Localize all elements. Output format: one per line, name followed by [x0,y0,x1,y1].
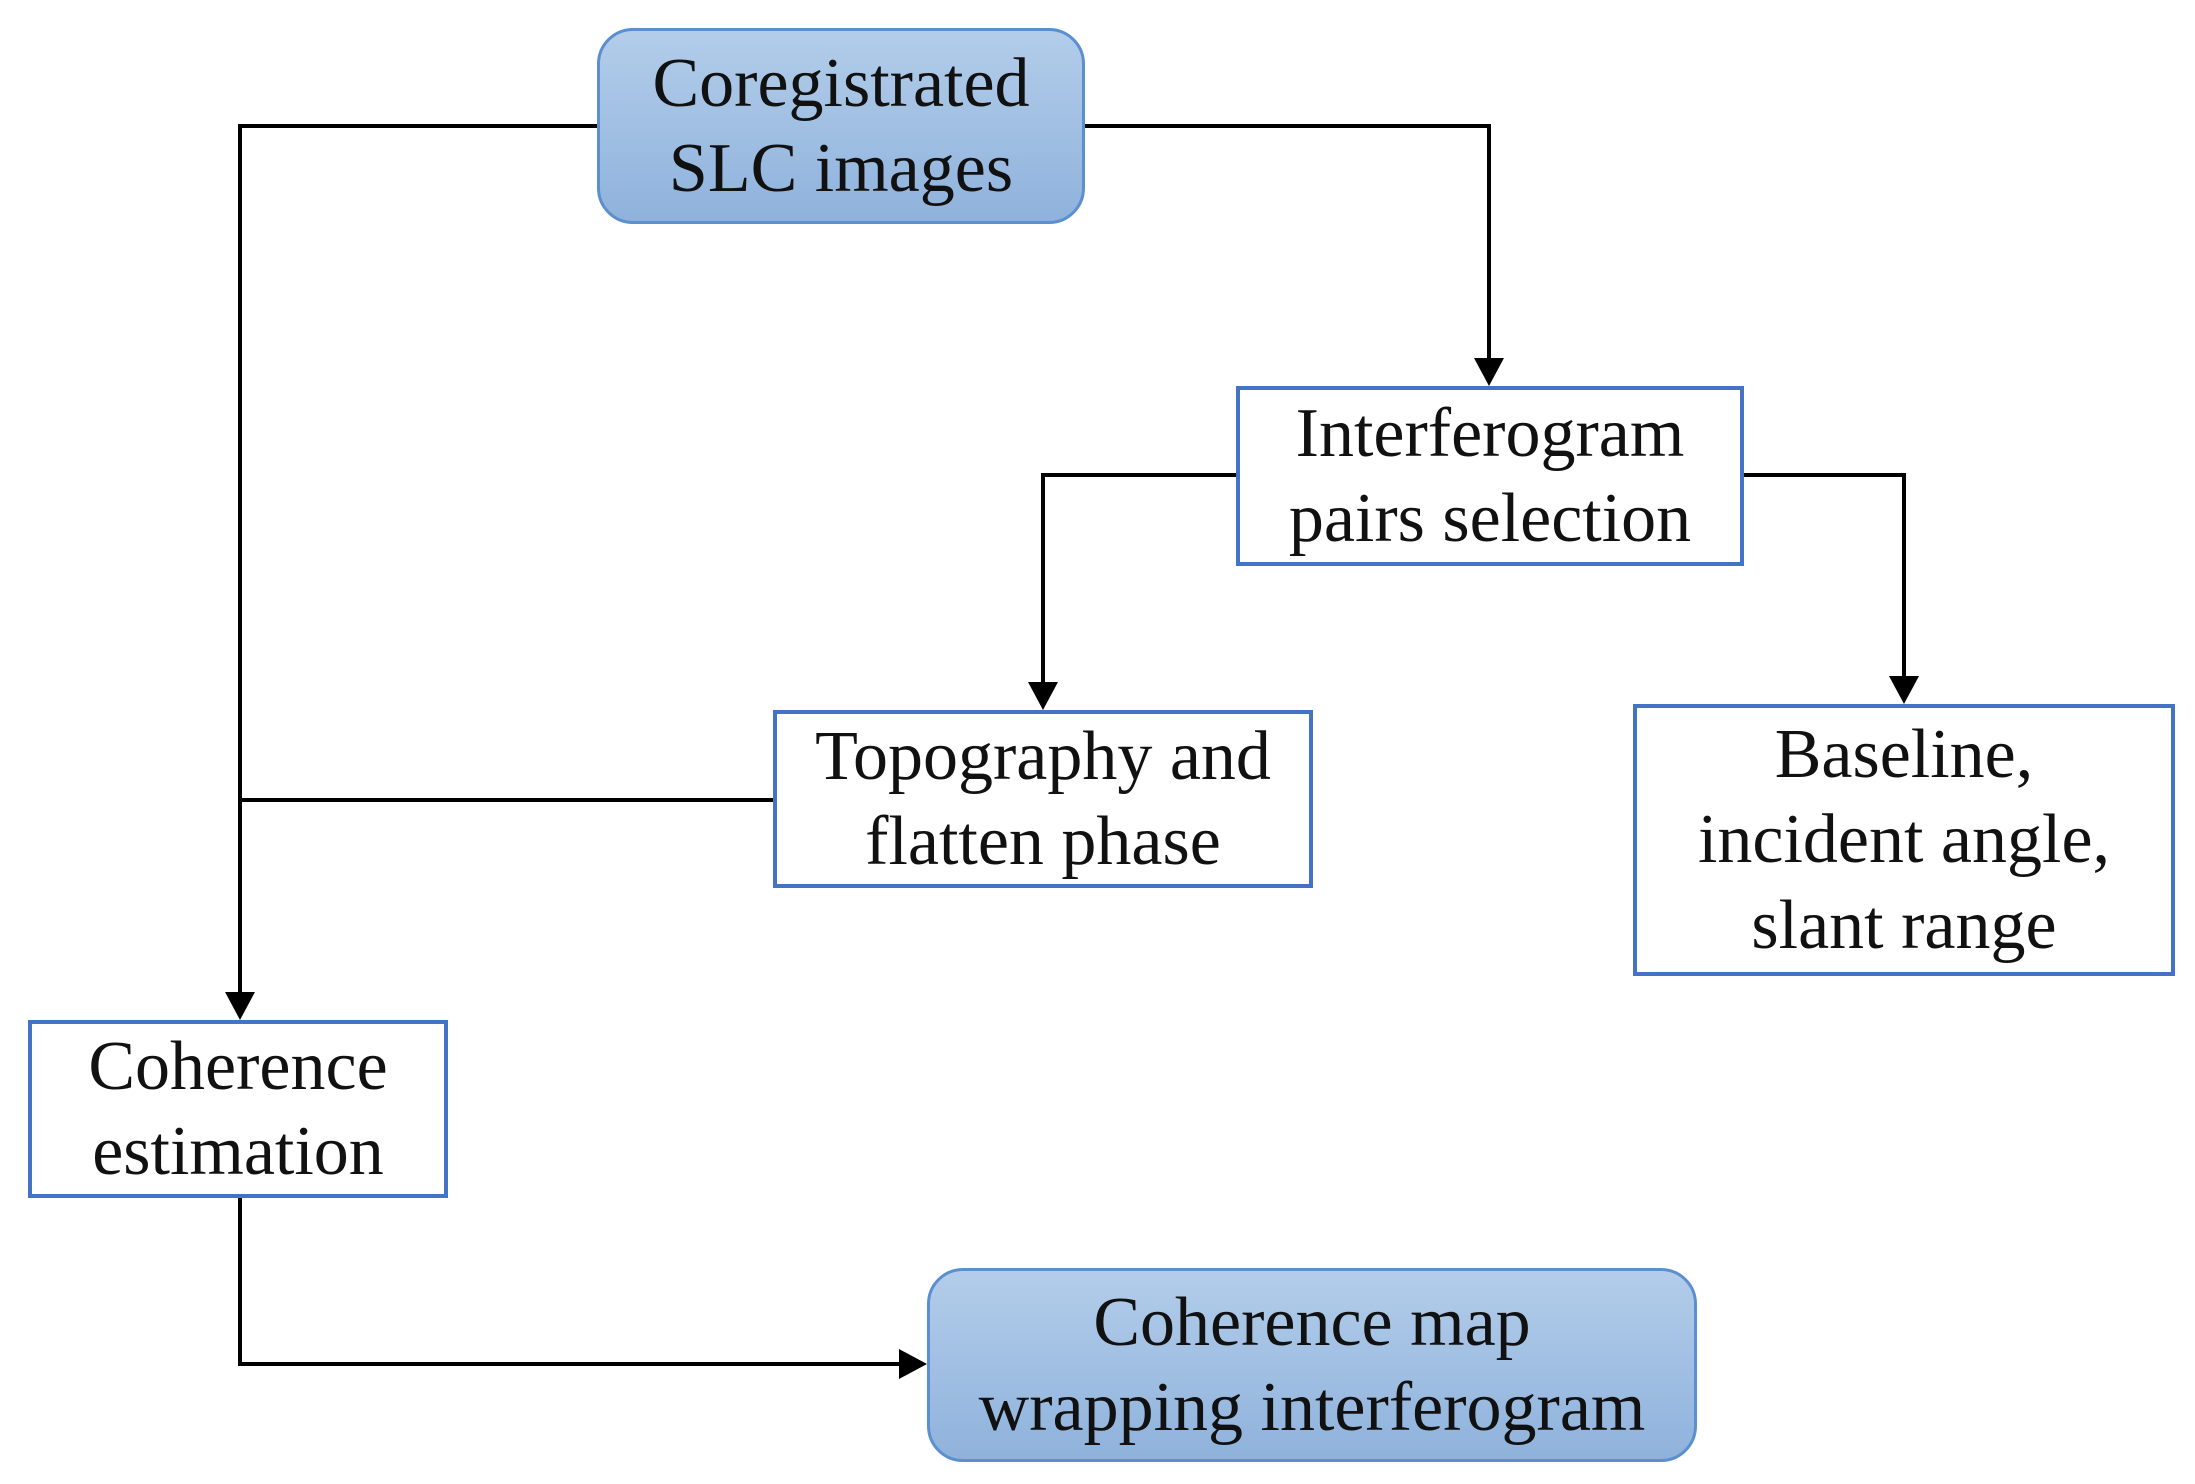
arrowhead-coherence-map [899,1349,927,1379]
node-topography-label: Topography and flatten phase [815,717,1271,880]
node-interferogram-label: Interferogram pairs selection [1288,394,1692,557]
arrowhead-interferogram [1474,358,1504,386]
arrowhead-topography [1028,682,1058,710]
edge-interferogram-to-baseline [1744,473,1906,676]
node-coherence-map-label: Coherence map wrapping interferogram [978,1283,1646,1446]
arrowhead-baseline [1889,676,1919,704]
node-coregistrated-label: Coregistrated SLC images [652,44,1030,207]
edge-interferogram-to-topography [1041,473,1236,682]
node-topography-flatten-phase: Topography and flatten phase [773,710,1313,888]
node-baseline-label: Baseline, incident angle, slant range [1697,715,2111,964]
arrowhead-coherence-estimation [225,992,255,1020]
node-coherence-estimation-label: Coherence estimation [88,1027,388,1190]
edge-coherence-estimation-to-coherence-map [238,1198,899,1366]
node-coherence-map-wrapping-interferogram: Coherence map wrapping interferogram [927,1268,1697,1462]
edge-coregistrated-to-coherence-estimation [238,124,597,992]
edge-coregistrated-to-interferogram [1085,124,1491,358]
node-baseline-incident-angle-slant-range: Baseline, incident angle, slant range [1633,704,2175,976]
node-coherence-estimation: Coherence estimation [28,1020,448,1198]
node-interferogram-pairs-selection: Interferogram pairs selection [1236,386,1744,566]
node-coregistrated-slc-images: Coregistrated SLC images [597,28,1085,224]
